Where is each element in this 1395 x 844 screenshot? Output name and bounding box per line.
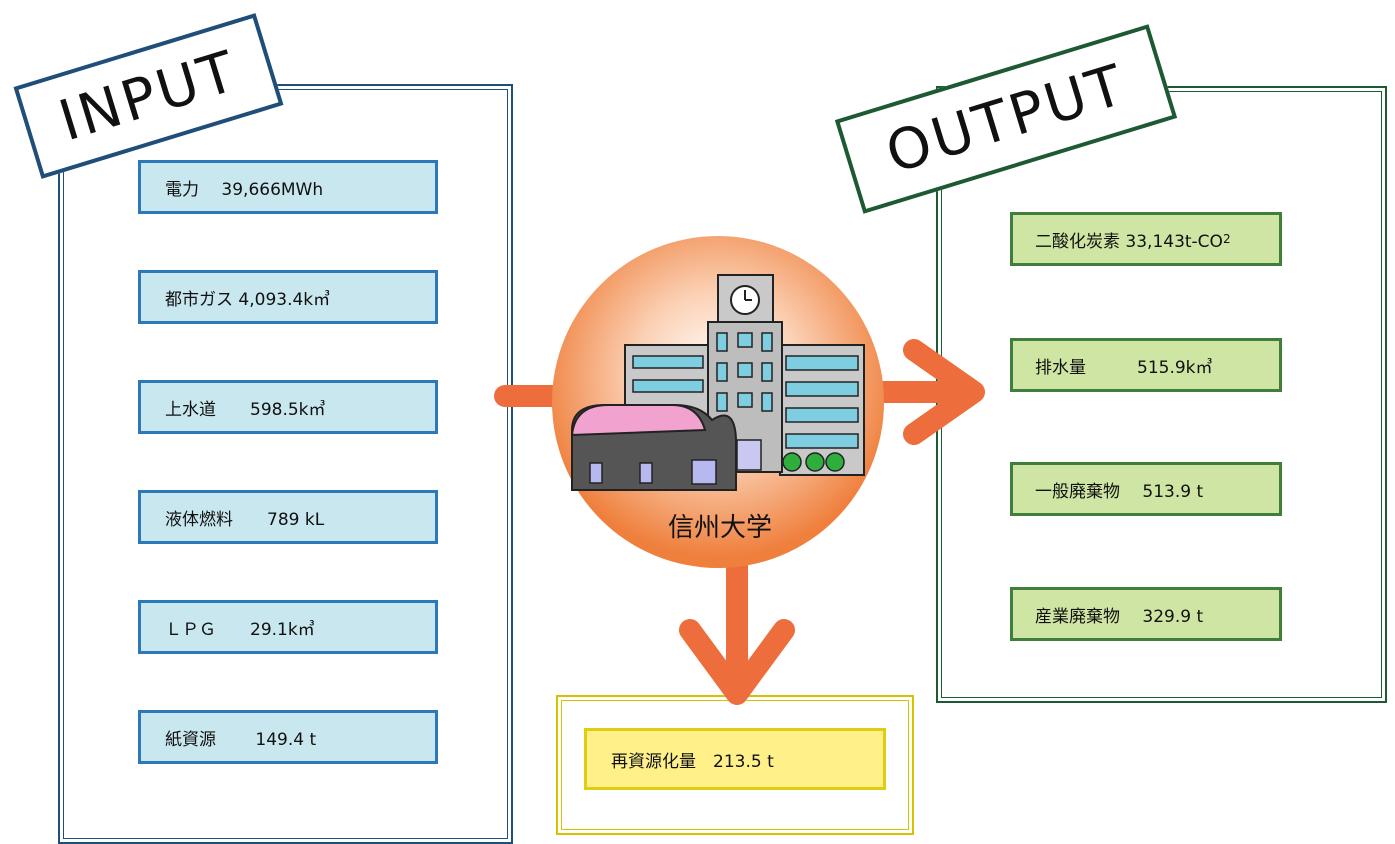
output-wastewater: 排水量 515.9k㎥ (1010, 338, 1282, 392)
output-co2-text: 二酸化炭素 33,143t-CO (1035, 231, 1223, 252)
input-lpg: ＬＰＧ 29.1k㎥ (138, 600, 438, 654)
output-industrial-waste: 産業廃棄物 329.9 t (1010, 587, 1282, 641)
input-liquid-fuel: 液体燃料 789 kL (138, 490, 438, 544)
input-water: 上水道 598.5k㎥ (138, 380, 438, 434)
university-label: 信州大学 (667, 513, 772, 543)
recycle-amount: 再資源化量 213.5 t (584, 728, 886, 790)
flow-diagram (494, 236, 985, 705)
input-electricity: 電力 39,666MWh (138, 160, 438, 214)
output-co2-subscript: 2 (1222, 232, 1231, 246)
university-building-icon (570, 274, 865, 491)
input-city-gas: 都市ガス 4,093.4k㎥ (138, 270, 438, 324)
output-general-waste: 一般廃棄物 513.9 t (1010, 462, 1282, 516)
input-paper: 紙資源 149.4 t (138, 710, 438, 764)
